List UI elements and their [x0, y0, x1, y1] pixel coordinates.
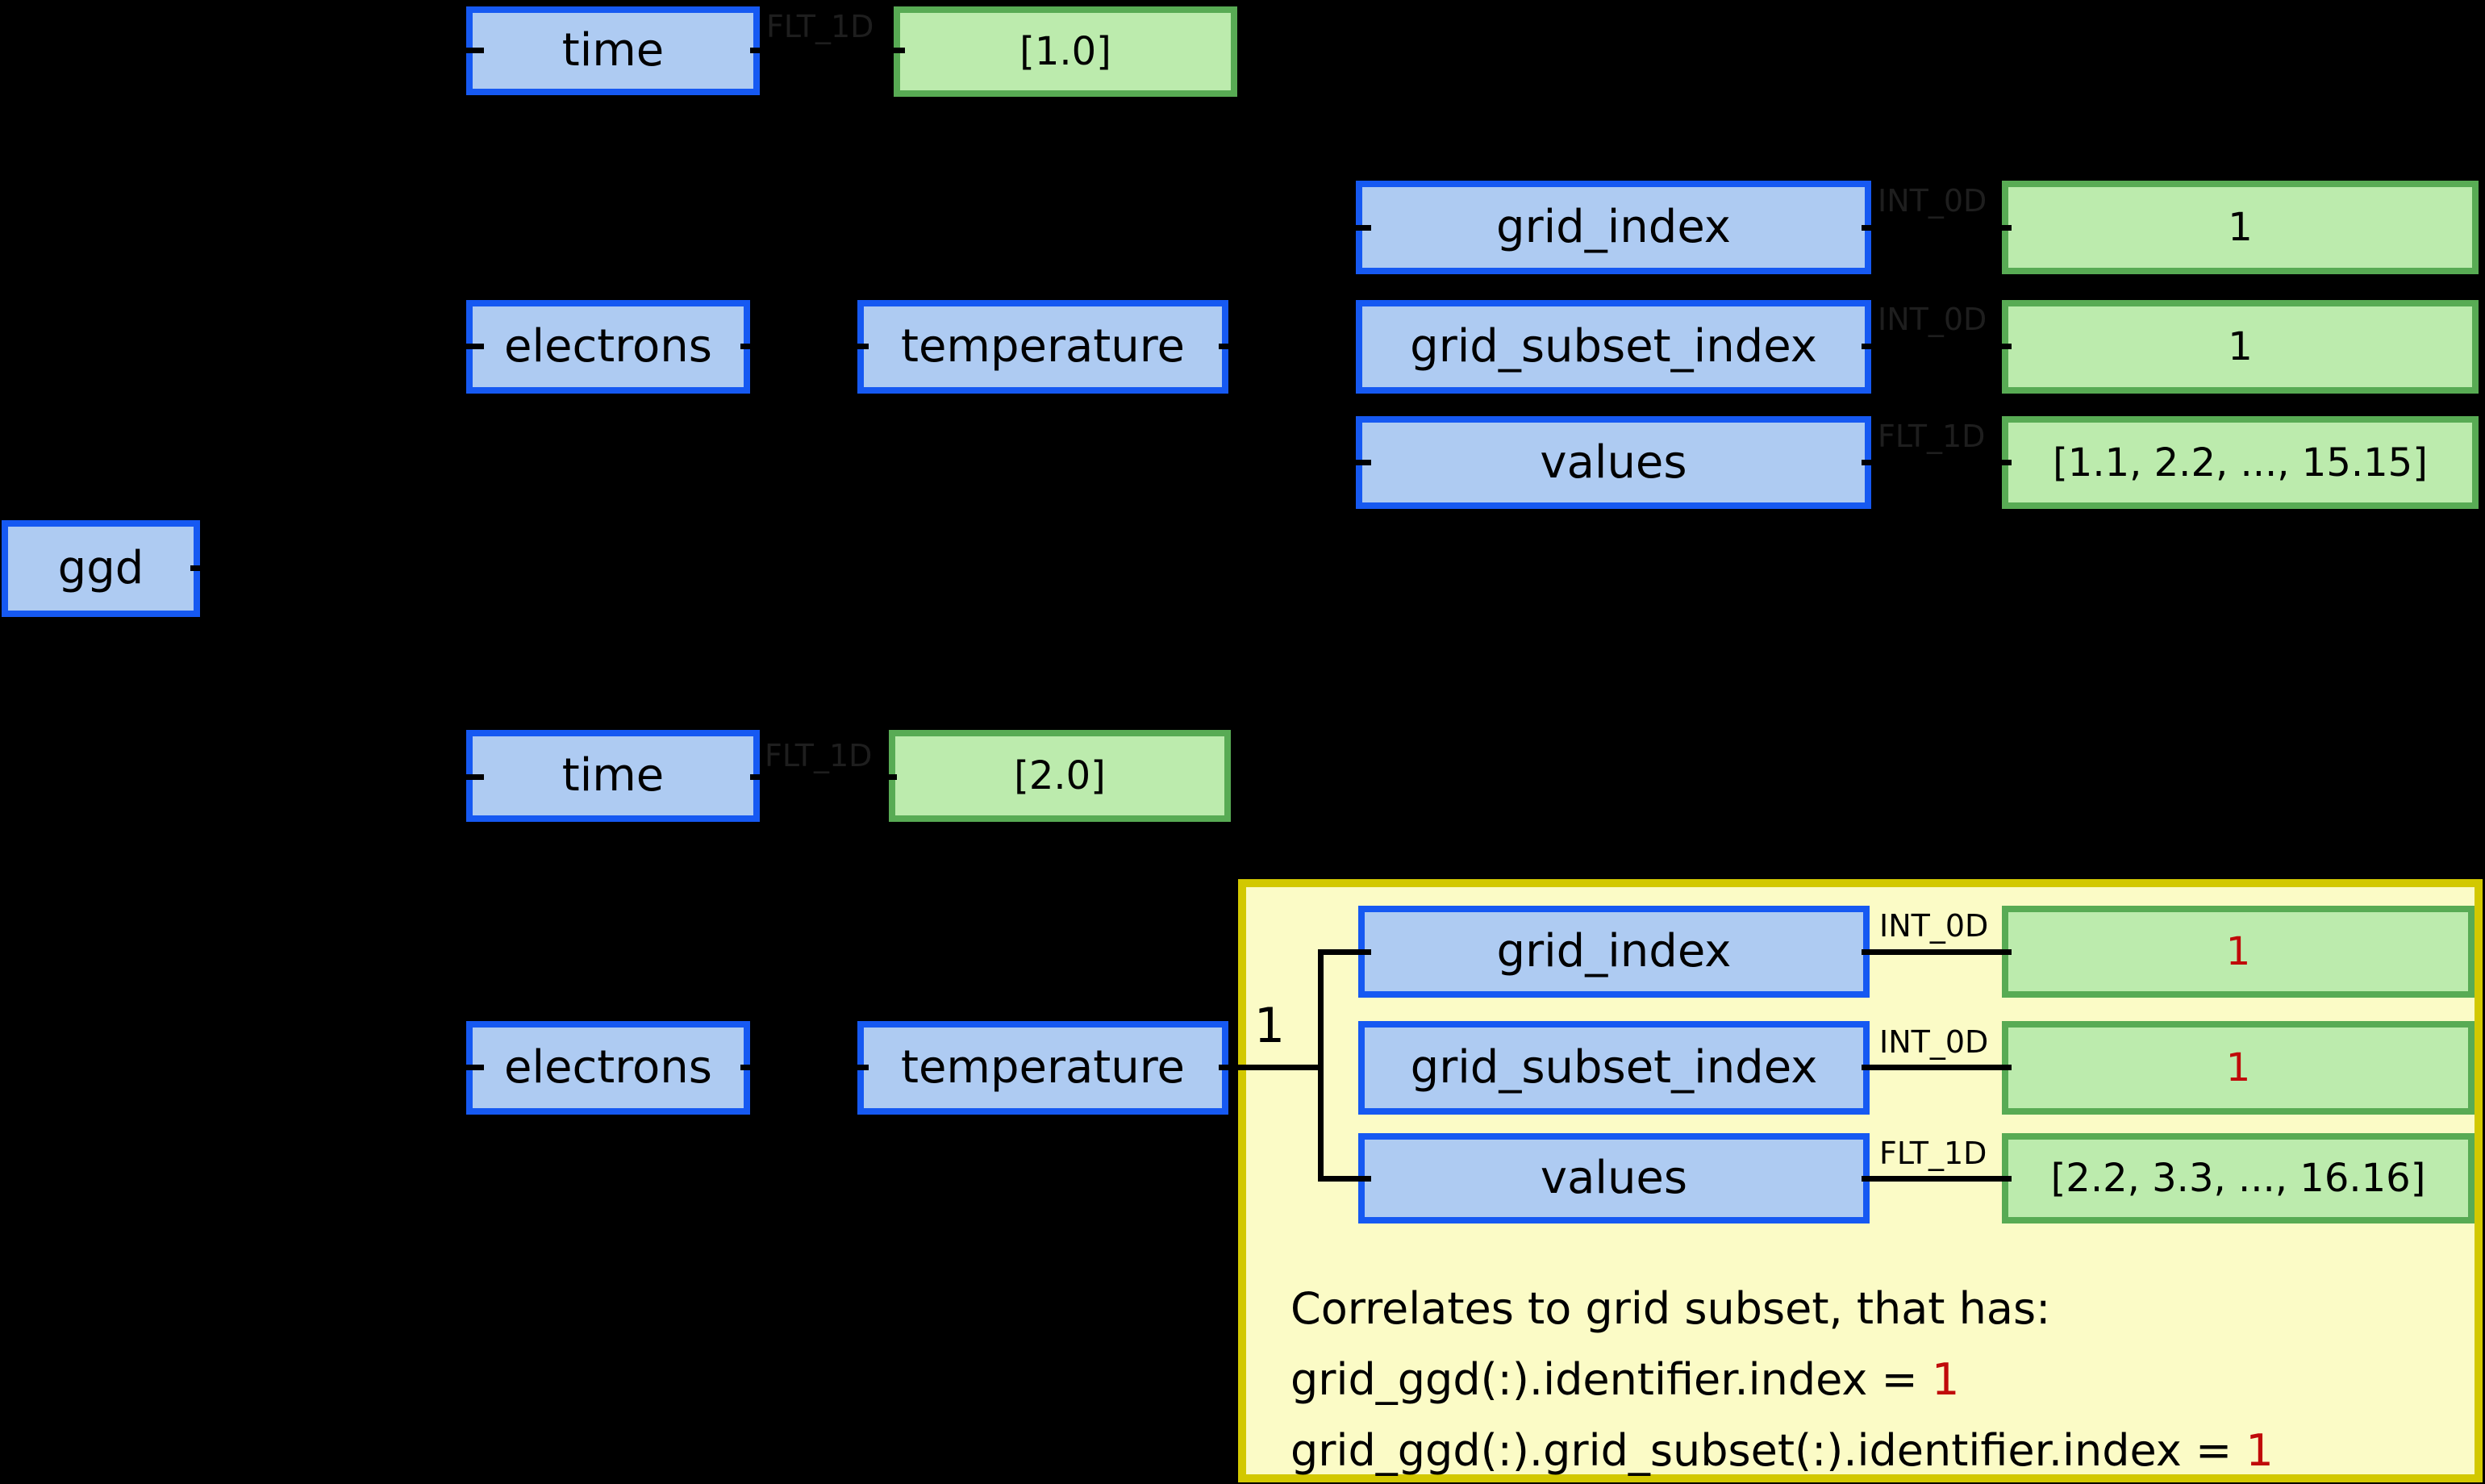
type-label-int0d-grid-index-1: INT_0D — [1878, 183, 1987, 219]
connector-line — [416, 774, 484, 780]
values-value-2: [2.2, 3.3, ..., 16.16] — [2002, 1133, 2475, 1223]
connector-line — [416, 774, 422, 1070]
ggd-node: ggd — [2, 520, 200, 617]
connector-line — [1318, 460, 1371, 465]
grid-subset-index-node-1: grid_subset_index — [1356, 300, 1871, 394]
type-label-int0d-grid-subset-index-1: INT_0D — [1878, 302, 1987, 337]
grid-subset-index-value-2: 1 — [2002, 1021, 2475, 1115]
connector-line — [1862, 1176, 2012, 1182]
temperature-node-2: temperature — [857, 1021, 1228, 1115]
grid-index-value-1: 1 — [2002, 181, 2479, 274]
type-label-int0d-grid-subset-index-2: INT_0D — [1879, 1024, 1989, 1060]
time-node-1: time — [466, 6, 760, 95]
electrons-node-1: electrons — [466, 300, 750, 394]
annotation-line-3-text: grid_ggd(:).grid_subset(:).identifier.in… — [1290, 1425, 2246, 1476]
connector-line — [1219, 344, 1324, 349]
time-value-2: [2.0] — [889, 730, 1231, 822]
connector-line — [1318, 949, 1324, 1182]
grid-subset-index-value-1: 1 — [2002, 300, 2479, 394]
connector-line — [416, 48, 422, 346]
electrons-node-2: electrons — [466, 1021, 750, 1115]
time-value-1: [1.0] — [894, 6, 1237, 97]
values-value-1: [1.1, 2.2, ..., 15.15] — [2002, 416, 2479, 509]
type-label-int0d-grid-index-2: INT_0D — [1879, 908, 1989, 944]
connector-line — [336, 927, 422, 932]
temperature-node-1: temperature — [857, 300, 1228, 394]
annotation-line-1: Correlates to grid subset, that has: — [1290, 1283, 2051, 1334]
annotation-line-3: grid_ggd(:).grid_subset(:).identifier.in… — [1290, 1429, 2274, 1473]
type-label-flt1d-values-1: FLT_1D — [1878, 419, 1986, 454]
connector-line — [416, 344, 484, 349]
connector-line — [336, 196, 341, 930]
annotation-line-3-value: 1 — [2245, 1425, 2274, 1476]
connector-line — [750, 774, 897, 780]
connector-line — [1219, 1065, 1324, 1070]
connector-line — [1318, 949, 1371, 955]
annotation-line-2-text: grid_ggd(:).identifier.index = — [1290, 1354, 1932, 1405]
annotation-line-2-value: 1 — [1931, 1354, 1960, 1405]
grid-index-node-2: grid_index — [1358, 906, 1870, 998]
connector-line — [740, 1065, 869, 1070]
type-label-flt1d-values-2: FLT_1D — [1879, 1136, 1987, 1171]
values-node-2: values — [1358, 1133, 1870, 1223]
connector-line — [416, 48, 484, 53]
connector-line — [1862, 1065, 2012, 1070]
connector-line — [1318, 225, 1324, 465]
multiplicity-label: 1 — [1253, 998, 1286, 1054]
connector-line — [740, 344, 869, 349]
connector-line — [1862, 344, 2012, 349]
connector-line — [1862, 225, 2012, 231]
connector-line — [750, 48, 905, 53]
grid-index-node-1: grid_index — [1356, 181, 1871, 274]
connector-line — [1862, 949, 2012, 955]
connector-line — [1318, 1176, 1371, 1182]
grid-index-value-2: 1 — [2002, 906, 2475, 998]
values-node-1: values — [1356, 416, 1871, 509]
annotation-line-2: grid_ggd(:).identifier.index = 1 — [1290, 1358, 1959, 1402]
connector-line — [336, 196, 422, 202]
type-label-flt1d-time-1: FLT_1D — [766, 9, 874, 44]
connector-line — [1318, 225, 1371, 231]
connector-line — [190, 565, 341, 571]
time-node-2: time — [466, 730, 760, 822]
grid-subset-index-node-2: grid_subset_index — [1358, 1021, 1870, 1115]
connector-line — [1862, 460, 2012, 465]
connector-line — [416, 1065, 484, 1070]
type-label-flt1d-time-2: FLT_1D — [765, 738, 873, 773]
